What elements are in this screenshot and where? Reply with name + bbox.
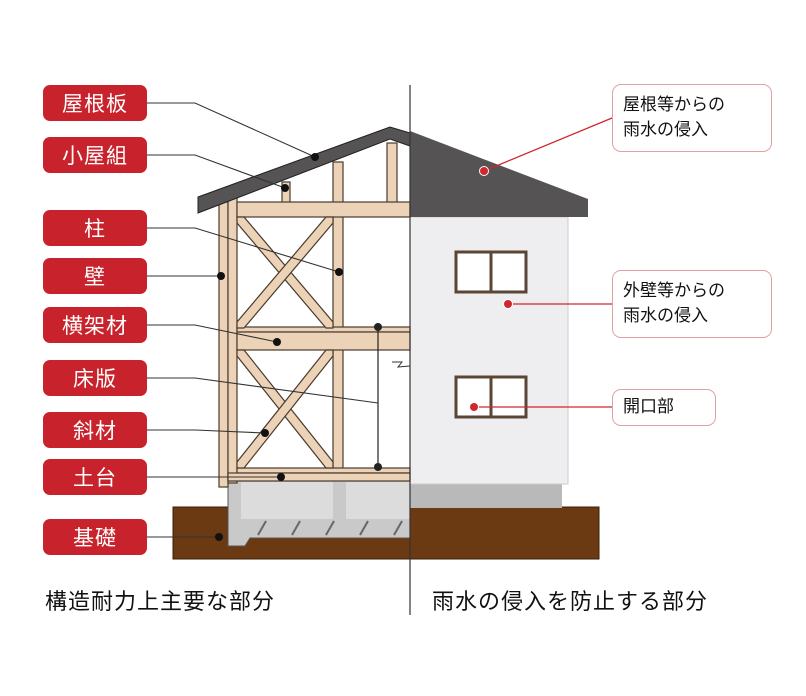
note-wall-line2: 雨水の侵入 xyxy=(623,306,708,326)
rain-leaders xyxy=(474,117,613,408)
label-floor-slab: 床版 xyxy=(43,360,147,396)
caption-rain-prevention: 雨水の侵入を防止する部分 xyxy=(432,590,709,615)
foundation-exterior xyxy=(410,483,562,508)
roof-exterior xyxy=(410,131,588,217)
label-column: 柱 xyxy=(43,210,147,246)
note-opening-line1: 開口部 xyxy=(623,397,674,417)
window-upper xyxy=(454,250,528,294)
label-foundation: 基礎 xyxy=(43,519,147,555)
note-wall-line1: 外壁等からの xyxy=(623,281,725,301)
label-roof-truss: 小屋組 xyxy=(43,137,147,173)
window-lower xyxy=(454,375,528,419)
note-wall-rain: 外壁等からの 雨水の侵入 xyxy=(612,270,772,338)
label-wall: 壁 xyxy=(43,258,147,294)
caption-structural: 構造耐力上主要な部分 xyxy=(45,590,276,615)
label-brace: 斜材 xyxy=(43,412,147,448)
note-opening: 開口部 xyxy=(612,389,716,426)
label-roof-board: 屋根板 xyxy=(43,85,147,121)
label-horizontal-member: 横架材 xyxy=(43,307,147,343)
label-sill: 土台 xyxy=(43,459,147,495)
note-roof-rain: 屋根等からの 雨水の侵入 xyxy=(612,84,772,152)
note-roof-line2: 雨水の侵入 xyxy=(623,120,708,140)
structure-leaders xyxy=(147,102,379,538)
roof-section xyxy=(197,126,411,214)
note-roof-line1: 屋根等からの xyxy=(623,95,725,115)
wood-frame xyxy=(218,142,411,488)
